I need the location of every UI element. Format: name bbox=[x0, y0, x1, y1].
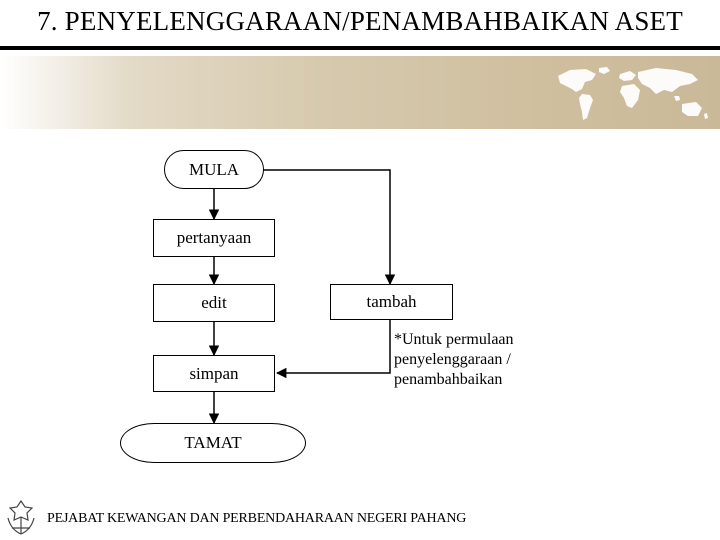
footer-organization: PEJABAT KEWANGAN DAN PERBENDAHARAAN NEGE… bbox=[47, 511, 467, 526]
flow-node-add: tambah bbox=[330, 284, 453, 320]
arrow-start-to-add bbox=[263, 169, 396, 286]
page-title: 7. PENYELENGGARAAN/PENAMBAHBAIKAN ASET bbox=[37, 6, 683, 36]
title-divider bbox=[0, 46, 720, 50]
flow-node-edit: edit bbox=[153, 284, 275, 322]
flow-node-query: pertanyaan bbox=[153, 219, 275, 257]
flow-node-start: MULA bbox=[164, 150, 264, 189]
flow-note: *Untuk permulaan penyelenggaraan / penam… bbox=[394, 331, 514, 388]
flow-node-end: TAMAT bbox=[120, 423, 306, 463]
arrow-add-to-save bbox=[275, 320, 391, 379]
flow-node-save: simpan bbox=[153, 355, 275, 392]
world-map-icon bbox=[558, 67, 708, 120]
state-emblem-icon bbox=[7, 499, 35, 535]
